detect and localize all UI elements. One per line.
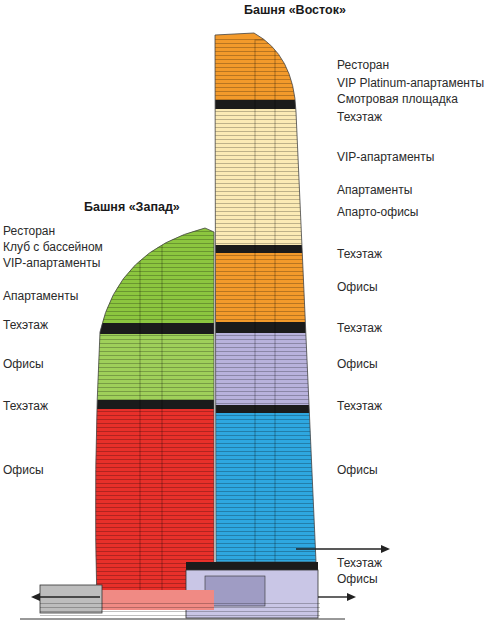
zone-label: Ресторан	[337, 58, 389, 72]
zone-label: Техэтаж	[3, 318, 48, 332]
zone-label: Техэтаж	[337, 399, 382, 413]
tower-name: Башня «Запад»	[84, 200, 180, 215]
tower-heading-box: Башня «Запад»	[84, 200, 180, 215]
zone-label: Офисы	[3, 357, 44, 371]
zone-label: Апартаменты	[3, 289, 78, 303]
zone-label: Техэтаж	[337, 110, 382, 124]
zone-label: Апартаменты	[337, 183, 412, 197]
tower-name: Башня «Восток»	[244, 3, 346, 18]
zone-label: Офисы	[337, 280, 378, 294]
zone-label: Ресторан	[3, 224, 55, 238]
zone-label: Техэтаж	[337, 556, 382, 570]
zone-label: Техэтаж	[337, 247, 382, 261]
zone-label: Техэтаж	[337, 321, 382, 335]
zone-label: Офисы	[337, 572, 378, 586]
zone-label: Апарто-офисы	[337, 205, 419, 219]
zone-label: Клуб с бассейном	[3, 240, 103, 254]
tower-heading-box: Башня «Восток»	[244, 3, 346, 18]
zone-label: VIP-апартаменты	[337, 150, 434, 164]
zone-label: Офисы	[337, 463, 378, 477]
zone-label: Техэтаж	[3, 399, 48, 413]
zone-label: Офисы	[3, 463, 44, 477]
zone-label: Смотровая площадка	[337, 92, 458, 106]
zone-label: Офисы	[337, 357, 378, 371]
zone-label: VIP Platinum-апартаменты	[337, 76, 484, 90]
zone-label: VIP-апартаменты	[3, 256, 100, 270]
